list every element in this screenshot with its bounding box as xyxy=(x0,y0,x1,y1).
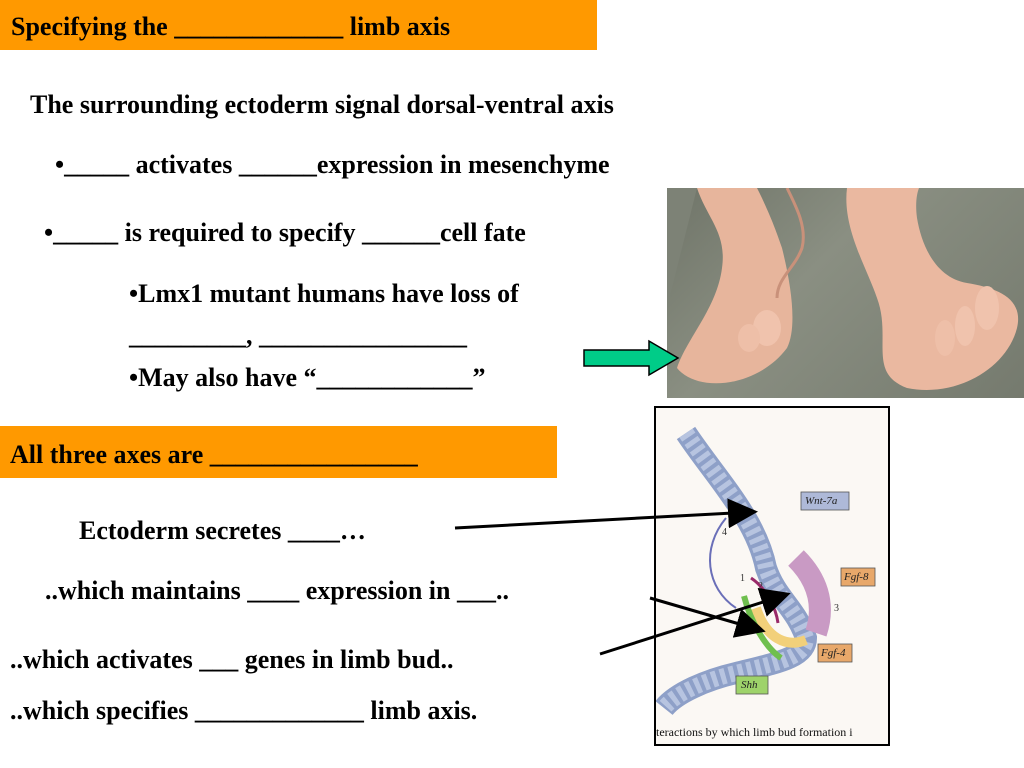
number-1: 1 xyxy=(740,573,745,584)
number-2: 2 xyxy=(758,581,763,592)
axes-banner xyxy=(0,426,557,478)
step-activates: ..which activates ___ genes in limb bud.… xyxy=(10,645,454,674)
mutant-feet-photo xyxy=(667,188,1024,398)
arrow-maintains-to-fgf xyxy=(649,596,766,638)
number-4: 4 xyxy=(722,527,727,538)
sub-bullet-lmx1-blanks: _________, ________________ xyxy=(129,321,467,350)
bullet-required: •_____ is required to specify ______cell… xyxy=(44,218,526,247)
step-ectoderm: Ectoderm secretes ____… xyxy=(79,516,366,545)
title-banner xyxy=(0,0,597,50)
arrow-activates-to-shh xyxy=(599,588,791,656)
diagram-caption: teractions by which limb bud formation i xyxy=(656,725,853,739)
label-fgf4: Fgf-4 xyxy=(821,647,846,659)
green-arrow xyxy=(583,339,680,377)
axes-heading: All three axes are ________________ xyxy=(10,440,418,469)
number-3: 3 xyxy=(834,603,839,614)
bullet-activates: •_____ activates ______expression in mes… xyxy=(55,150,610,179)
sub-bullet-lmx1: •Lmx1 mutant humans have loss of xyxy=(129,279,519,308)
step-maintains: ..which maintains ____ expression in ___… xyxy=(45,576,509,605)
label-wnt7a: Wnt-7a xyxy=(805,495,838,507)
step-specifies: ..which specifies _____________ limb axi… xyxy=(10,696,478,725)
arrow-ectoderm-to-wnt xyxy=(454,498,758,530)
sub-bullet-may-have: •May also have “____________” xyxy=(129,363,486,392)
label-fgf8: Fgf-8 xyxy=(844,571,869,583)
label-shh: Shh xyxy=(741,679,758,691)
dv-axis-heading: The surrounding ectoderm signal dorsal-v… xyxy=(30,90,614,119)
slide-title: Specifying the _____________ limb axis xyxy=(11,12,451,41)
